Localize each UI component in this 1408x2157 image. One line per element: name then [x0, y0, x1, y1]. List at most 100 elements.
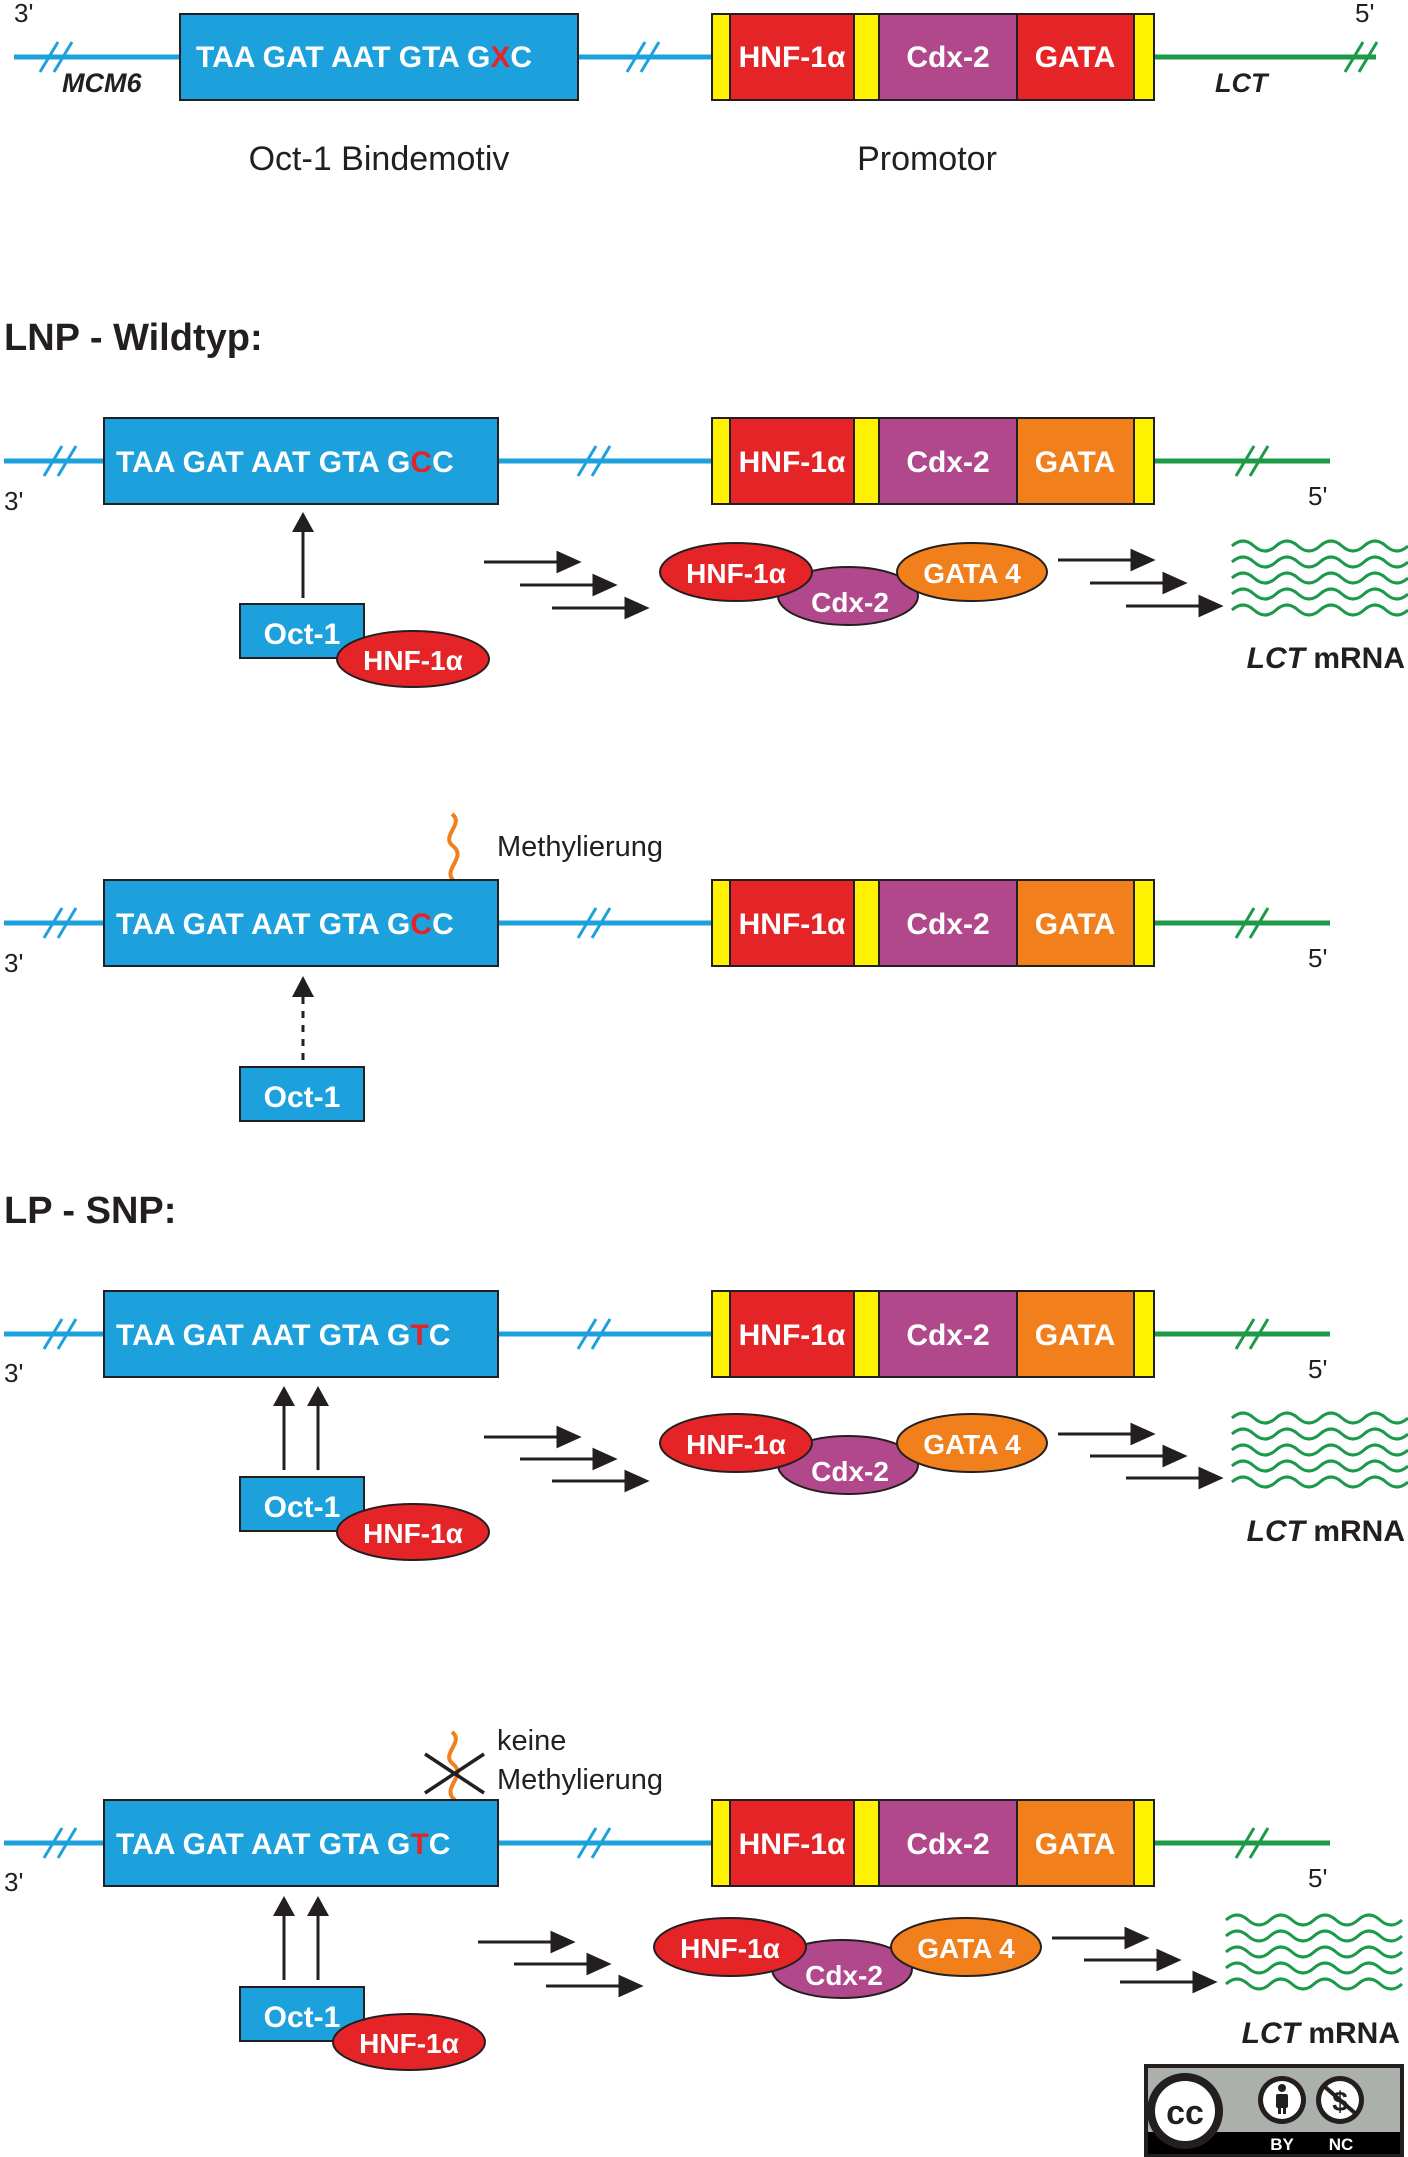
arrow-cascade — [484, 1425, 650, 1493]
mrna-strand — [1224, 1977, 1404, 1991]
noncommercial-icon: $ — [1316, 2076, 1364, 2124]
promoter-box: HNF-1α Cdx-2 GATA — [711, 1799, 1155, 1887]
promoter-hnf-label: HNF-1α — [739, 908, 846, 941]
mrna-strand — [1230, 571, 1408, 585]
svg-text:cc: cc — [1166, 2094, 1204, 2132]
cc-icon: cc — [1147, 2073, 1223, 2149]
promoter-hnf-label: HNF-1α — [739, 1319, 846, 1352]
mrna-strand — [1224, 1945, 1404, 1959]
motif-sequence: TAA GAT AAT GTA GTC — [116, 1319, 450, 1352]
cc-license-badge: cc $ BY NC — [1144, 2064, 1404, 2157]
lct-mrna-waves — [1230, 1411, 1408, 1489]
motif-sequence: TAA GAT AAT GTA GXC — [196, 41, 532, 74]
end-3prime: 3' — [4, 948, 23, 978]
break-mark — [42, 445, 612, 477]
lp-panel-active: 3' 5' TAA GAT AAT GTA GTC HNF-1α Cdx-2 G… — [4, 1290, 1408, 1561]
promoter-hnf-label: HNF-1α — [739, 41, 846, 74]
hnf1a-label: HNF-1α — [363, 645, 463, 676]
lp-panel-unmethylated: 3' 5' keine Methylierung TAA GAT AAT GTA… — [4, 1725, 1404, 2071]
break-mark — [38, 41, 661, 73]
break-mark — [1234, 1827, 1270, 1859]
promoter-cdx-label: Cdx-2 — [906, 41, 989, 74]
transcription-complex: HNF-1α Cdx-2 GATA 4 — [659, 1413, 1048, 1495]
mrna-strand — [1230, 539, 1408, 553]
promoter-caption: Promotor — [857, 140, 997, 178]
break-mark — [42, 907, 612, 939]
strong-binding-arrows — [273, 1386, 329, 1470]
promoter-box: HNF-1α Cdx-2 GATA — [711, 417, 1155, 505]
hnf1a-protein — [659, 1413, 813, 1473]
hnf1a-protein — [659, 542, 813, 602]
lnp-panel-methylated: 3' 5' Methylierung TAA GAT AAT GTA GCC H… — [4, 812, 1330, 1122]
complex-cdx-label: Cdx-2 — [811, 1456, 889, 1487]
promoter-gata-label: GATA — [1035, 1828, 1116, 1861]
motif-sequence: TAA GAT AAT GTA GTC — [116, 1828, 450, 1861]
no-methylation-label-line1: keine — [497, 1725, 566, 1757]
mrna-label: LCT mRNA — [1247, 1515, 1405, 1548]
oct1-protein — [239, 1066, 365, 1122]
lct-mrna-waves — [1224, 1913, 1404, 1991]
oct1-binding-motif-box — [103, 1290, 499, 1378]
mrna-strand — [1230, 555, 1408, 569]
complex-gata-label: GATA 4 — [917, 1933, 1015, 1964]
hnf1a-label: HNF-1α — [359, 2028, 459, 2059]
mrna-strand — [1230, 603, 1408, 617]
break-mark — [1234, 907, 1270, 939]
mrna-label: LCT mRNA — [1242, 2017, 1400, 2050]
arrow-cascade — [478, 1930, 644, 1998]
promoter-cdx-label: Cdx-2 — [906, 1828, 989, 1861]
mrna-strand — [1224, 1961, 1404, 1975]
arrow-cascade — [484, 550, 650, 620]
gene-label-lct: LCT — [1215, 68, 1270, 98]
arrow-cascade — [1058, 548, 1224, 618]
complex-hnf-label: HNF-1α — [686, 558, 786, 589]
methylation-label: Methylierung — [497, 831, 663, 863]
promoter-gata-label: GATA — [1035, 908, 1116, 941]
mrna-strand — [1224, 1929, 1404, 1943]
transcription-complex: HNF-1α Cdx-2 GATA 4 — [653, 1917, 1042, 1999]
strong-binding-arrows — [273, 1896, 329, 1980]
lct-mrna-waves — [1230, 539, 1408, 617]
complex-cdx-label: Cdx-2 — [811, 587, 889, 618]
cross-mark — [424, 1752, 485, 1795]
overview-panel: 3' 5' MCM6 LCT TAA GAT AAT GTA GXC HNF-1… — [14, 0, 1379, 178]
oct1-label: Oct-1 — [264, 2001, 341, 2034]
promoter-box: HNF-1α Cdx-2 GATA — [711, 879, 1155, 967]
motif-sequence: TAA GAT AAT GTA GCC — [116, 446, 454, 479]
methyl-group — [447, 812, 460, 884]
oct1-label: Oct-1 — [264, 1491, 341, 1524]
end-5prime: 5' — [1308, 1354, 1327, 1384]
end-3prime: 3' — [4, 1358, 23, 1388]
end-3prime: 3' — [4, 1867, 23, 1897]
license-nc-label: NC — [1329, 2135, 1354, 2154]
overview-5prime: 5' — [1355, 0, 1374, 28]
lnp-panel-active: 3' 5' TAA GAT AAT GTA GCC HNF-1α Cdx-2 G… — [4, 417, 1408, 688]
break-mark — [1343, 41, 1379, 73]
overview-3prime: 3' — [14, 0, 33, 28]
break-mark — [1234, 445, 1270, 477]
gata4-protein — [896, 542, 1048, 602]
mrna-strand — [1224, 1913, 1404, 1927]
oct1-binding-motif-box — [103, 879, 499, 967]
gene-label-mcm6: MCM6 — [62, 68, 142, 98]
mrna-strand — [1230, 587, 1408, 601]
promoter-hnf-label: HNF-1α — [739, 446, 846, 479]
break-mark — [42, 1318, 612, 1350]
break-mark — [1234, 1318, 1270, 1350]
mrna-strand — [1230, 1475, 1408, 1489]
oct1-protein — [239, 1476, 365, 1532]
attribution-icon — [1258, 2076, 1306, 2124]
methyl-group — [447, 1730, 460, 1802]
hnf1a-protein — [336, 1503, 490, 1561]
oct1-label: Oct-1 — [264, 1081, 341, 1114]
hnf1a-protein — [653, 1917, 807, 1977]
end-5prime: 5' — [1308, 943, 1327, 973]
end-5prime: 5' — [1308, 481, 1327, 511]
lp-heading: LP - SNP: — [4, 1190, 176, 1232]
oct1-label: Oct-1 — [264, 618, 341, 651]
complex-cdx-label: Cdx-2 — [805, 1960, 883, 1991]
arrow-cascade — [1052, 1926, 1218, 1994]
lnp-heading: LNP - Wildtyp: — [4, 317, 263, 359]
promoter-box: HNF-1α Cdx-2 GATA — [711, 1290, 1155, 1378]
